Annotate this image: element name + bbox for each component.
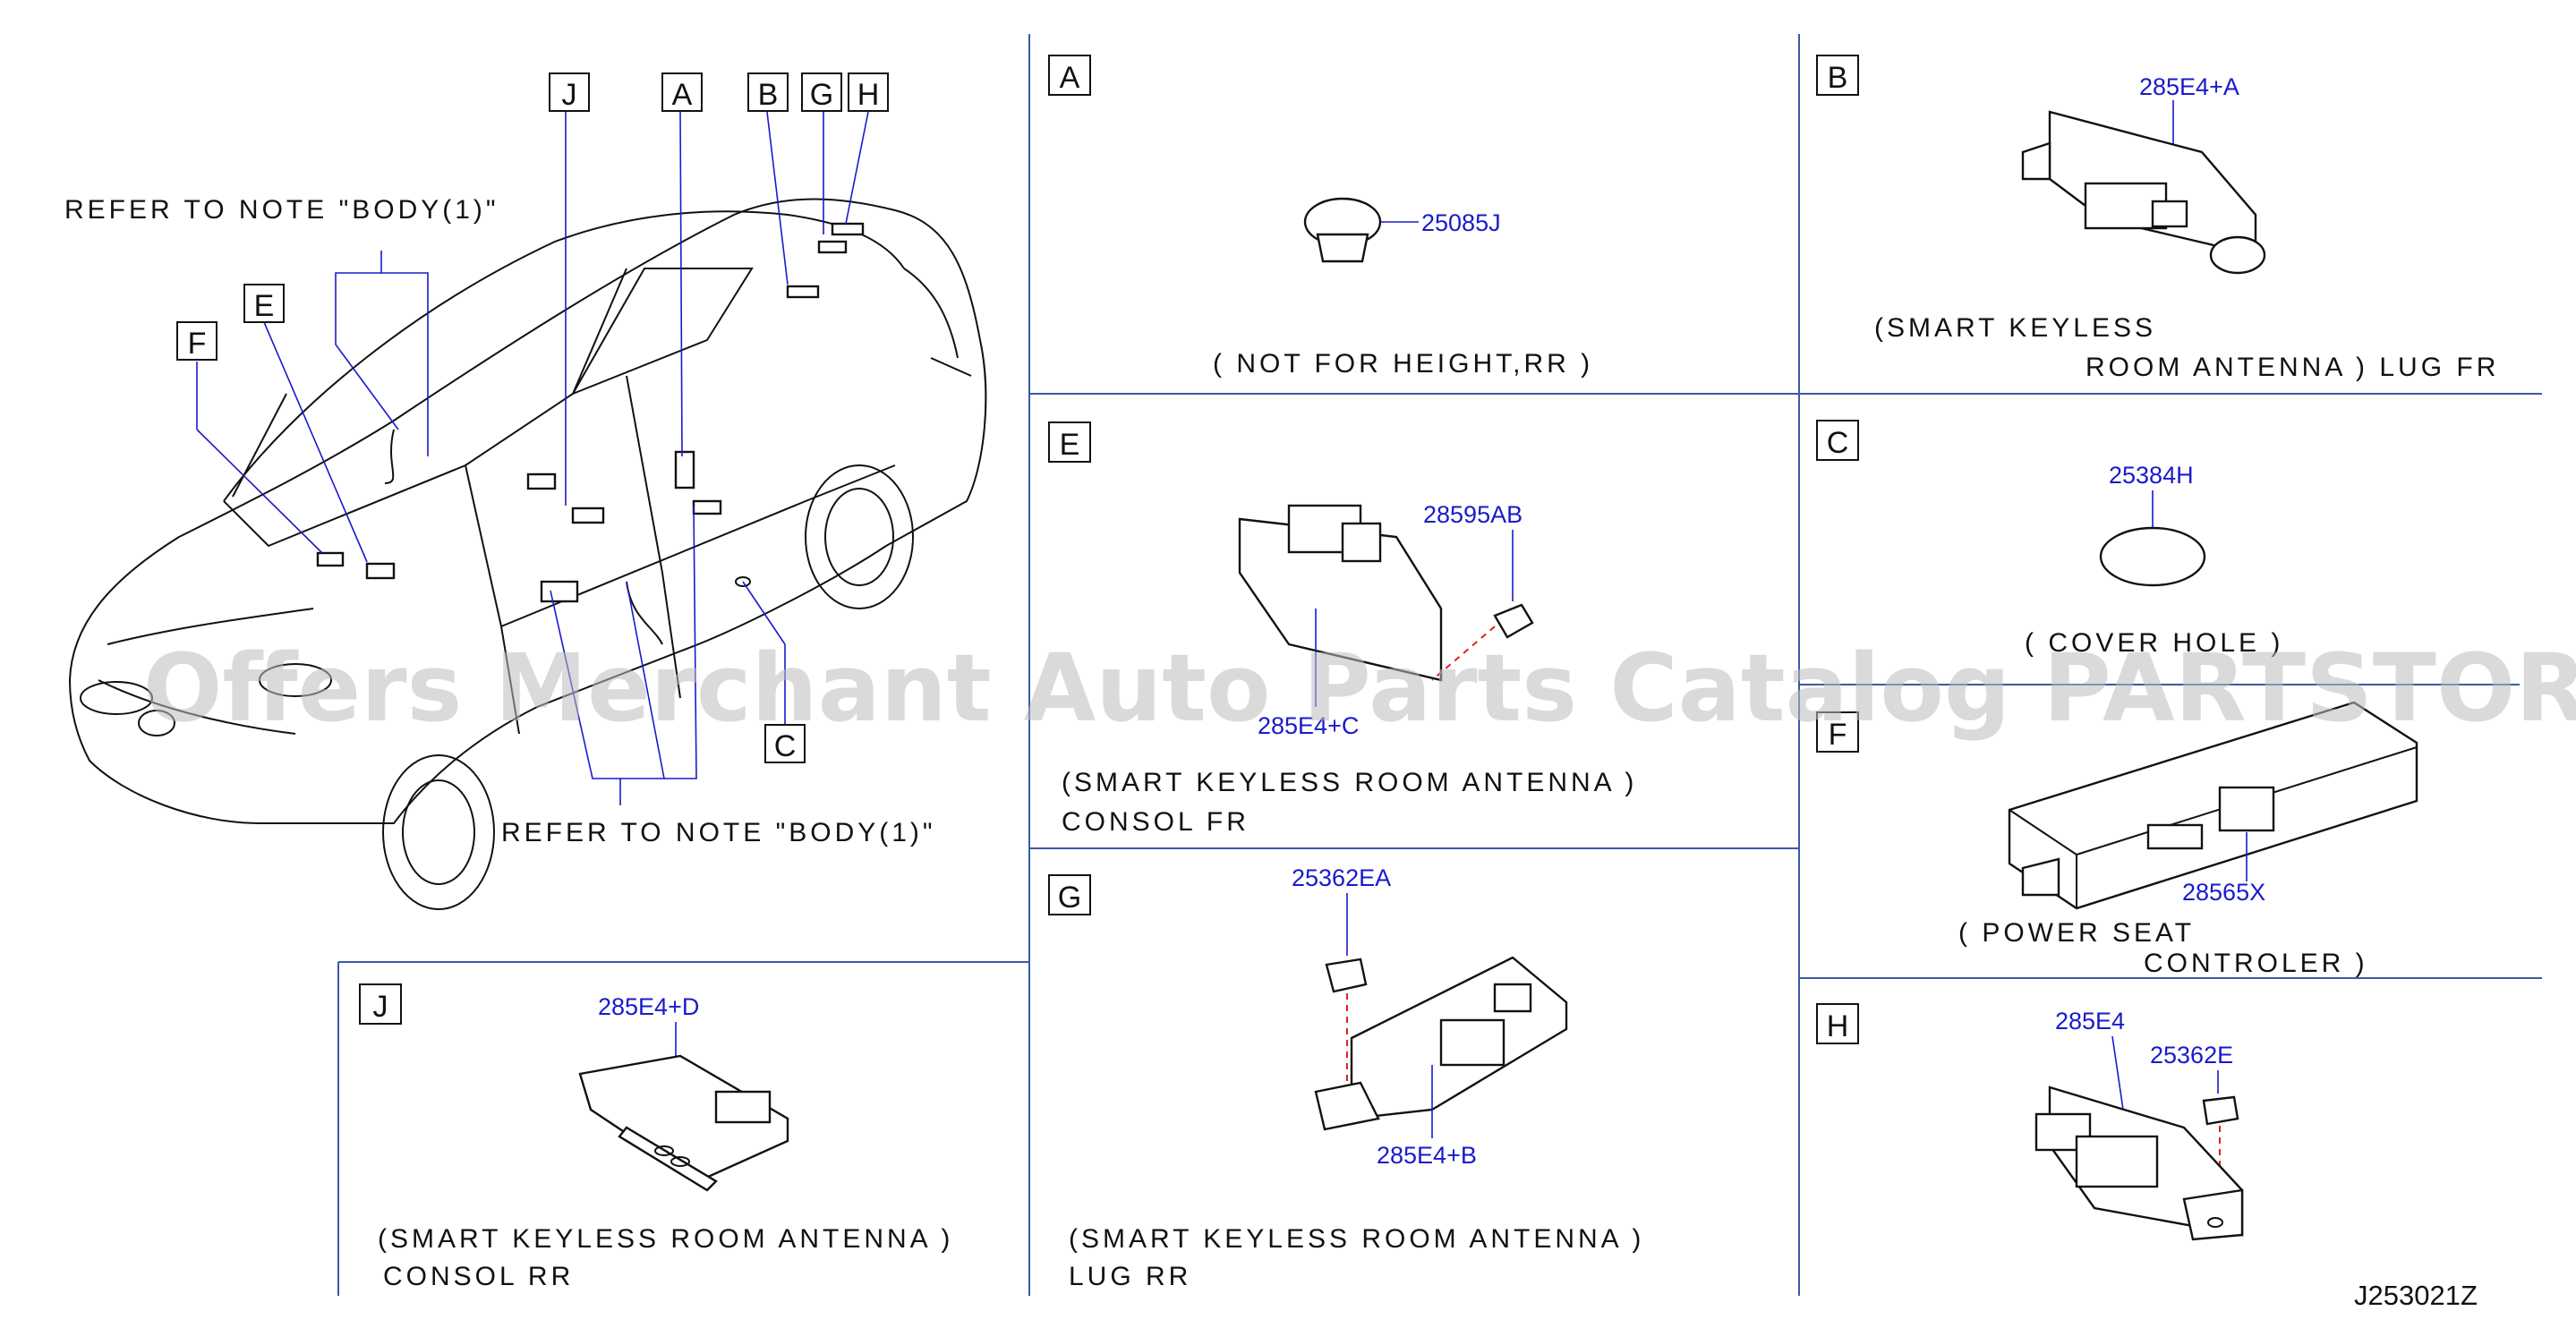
callout-h: H xyxy=(848,72,889,112)
callout-j: J xyxy=(549,72,590,112)
panel-h: H 285E4 25362E xyxy=(1816,1003,2244,1241)
note-top: REFER TO NOTE "BODY(1)" xyxy=(64,195,499,225)
svg-text:J: J xyxy=(562,78,577,112)
svg-text:A: A xyxy=(672,78,693,112)
panel-e-letter: E xyxy=(1060,428,1080,462)
callout-b: B xyxy=(747,72,789,112)
callout-f: F xyxy=(176,321,218,361)
panel-h-part-number-1: 285E4 xyxy=(2055,1008,2125,1034)
panel-e-part-number-1: 28595AB xyxy=(1423,501,1523,528)
panel-g-description-1: (SMART KEYLESS ROOM ANTENNA ) xyxy=(1069,1224,1644,1254)
svg-text:C: C xyxy=(774,729,797,763)
panel-j-description-2: CONSOL RR xyxy=(383,1262,574,1291)
panel-a-description: ( NOT FOR HEIGHT,RR ) xyxy=(1213,349,1593,379)
svg-text:H: H xyxy=(857,78,880,112)
svg-text:F: F xyxy=(188,327,207,361)
panel-j-description-1: (SMART KEYLESS ROOM ANTENNA ) xyxy=(378,1224,953,1254)
panel-g-part-number-2: 285E4+B xyxy=(1377,1142,1477,1169)
panel-b-description-1: (SMART KEYLESS xyxy=(1874,313,2156,343)
panel-c: C 25384H ( COVER HOLE ) xyxy=(1816,420,2283,658)
panel-e-description-1: (SMART KEYLESS ROOM ANTENNA ) xyxy=(1062,768,1637,797)
car-overview-drawing xyxy=(68,198,987,910)
svg-text:E: E xyxy=(254,289,275,323)
panel-g-letter: G xyxy=(1058,881,1081,915)
panel-j-part-number: 285E4+D xyxy=(598,993,699,1020)
callout-a: A xyxy=(661,72,703,112)
panel-a-part-number: 25085J xyxy=(1421,209,1501,236)
panel-c-description: ( COVER HOLE ) xyxy=(2025,628,2283,658)
svg-text:B: B xyxy=(758,78,779,112)
watermark: Offers Merchant Auto Parts Catalog PARTS… xyxy=(143,634,2576,743)
panel-dividers xyxy=(337,34,2542,1296)
panel-e-description-2: CONSOL FR xyxy=(1062,807,1250,837)
note-bottom: REFER TO NOTE "BODY(1)" xyxy=(501,818,936,847)
panel-f-letter: F xyxy=(1829,718,1847,752)
panel-j: J 285E4+D (SMART KEYLESS ROOM ANTENNA ) … xyxy=(359,983,953,1291)
svg-text:G: G xyxy=(810,78,833,112)
callout-g: G xyxy=(801,72,842,112)
panel-j-letter: J xyxy=(373,990,388,1024)
panel-h-part-number-2: 25362E xyxy=(2150,1042,2233,1068)
panel-e-part-number-2: 285E4+C xyxy=(1258,712,1359,739)
panel-h-letter: H xyxy=(1827,1009,1849,1043)
panel-b-letter: B xyxy=(1828,61,1848,95)
panel-f-description-1: ( POWER SEAT xyxy=(1958,918,2195,948)
callout-c: C xyxy=(764,724,806,763)
panel-g-part-number-1: 25362EA xyxy=(1292,864,1391,891)
panel-a: A 25085J ( NOT FOR HEIGHT,RR ) xyxy=(1048,55,1593,379)
overview-callouts: J A B G H E F C xyxy=(176,72,889,763)
diagram-code: J253021Z xyxy=(2354,1280,2478,1311)
overview-leader-lines xyxy=(196,111,869,805)
panel-a-letter: A xyxy=(1060,61,1080,95)
panel-c-letter: C xyxy=(1827,426,1849,460)
panel-f-description-2: CONTROLER ) xyxy=(2144,949,2368,978)
panel-b: B 285E4+A (SMART KEYLESS ROOM ANTENNA ) … xyxy=(1816,55,2499,382)
panel-f: F 28565X ( POWER SEAT CONTROLER ) xyxy=(1816,701,2418,978)
callout-e: E xyxy=(243,284,285,323)
panel-b-part-number: 285E4+A xyxy=(2139,73,2239,100)
panel-g: G 25362EA 285E4+B (SMART KEYLESS ROOM AN… xyxy=(1048,864,1644,1291)
panel-c-part-number: 25384H xyxy=(2109,462,2194,489)
panel-f-part-number: 28565X xyxy=(2182,879,2265,906)
panel-b-description-2: ROOM ANTENNA ) LUG FR xyxy=(2086,353,2499,382)
panel-e: E 28595AB 285E4+C (SMART KEYLESS ROOM AN… xyxy=(1048,421,1637,837)
panel-g-description-2: LUG RR xyxy=(1069,1262,1191,1291)
